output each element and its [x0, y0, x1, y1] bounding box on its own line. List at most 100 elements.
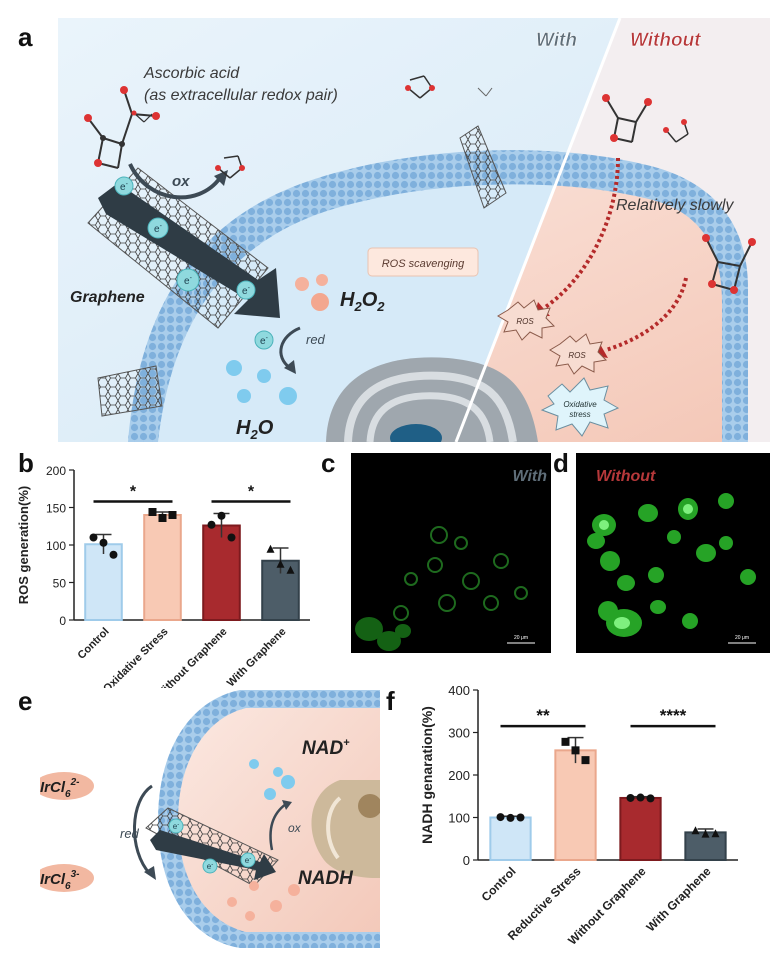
significance-label: ** [536, 706, 550, 725]
ascorbic-acid-molecule [215, 155, 245, 179]
data-point [89, 533, 98, 542]
relatively-slowly-label: Relatively slowly [616, 197, 734, 214]
panel-letter-c: c [321, 448, 336, 478]
data-point [711, 829, 720, 838]
panel-letter-a: a [18, 22, 33, 52]
nadh-molecule [288, 884, 300, 896]
ascorbic-acid-molecule [602, 94, 652, 143]
y-tick-label: 150 [46, 502, 66, 516]
panel-letter-f: f [386, 686, 395, 716]
electron: e- [168, 818, 184, 834]
bar [554, 749, 597, 861]
nadh-label: NADH [298, 868, 354, 889]
data-point [701, 829, 710, 838]
data-point [496, 813, 505, 822]
data-point [276, 559, 285, 568]
oxidative-stress-burst [540, 377, 620, 437]
ox-arrow [269, 802, 287, 851]
red-label: red [306, 332, 326, 347]
graphene-label: Graphene [70, 289, 145, 306]
nadh-molecule [245, 911, 255, 921]
ros-scavenging-box [367, 247, 479, 277]
electron: e- [114, 176, 134, 196]
data-point [99, 538, 108, 547]
nad-molecule [273, 767, 283, 777]
scale-bar-label: 20 μm [735, 635, 749, 641]
micrograph-without: 20 μm Without [576, 453, 770, 653]
with-label: With [536, 30, 577, 51]
bar [619, 796, 662, 861]
data-point [571, 746, 580, 755]
bar [489, 816, 532, 861]
graphene-sheet-bottom [97, 365, 163, 417]
with-without-divider [454, 18, 622, 442]
y-axis-label: NADH genaration(%) [419, 706, 435, 844]
h2o-label: H2O [236, 417, 274, 442]
electron: e- [240, 852, 256, 868]
svg-text:e-: e- [154, 223, 163, 235]
red-arrow [133, 784, 153, 876]
graphene-arrow [98, 183, 280, 318]
panel-letter-b: b [18, 448, 34, 478]
electron: e- [236, 280, 256, 300]
data-point [561, 737, 570, 746]
svg-text:e-: e- [207, 862, 213, 871]
data-point [636, 793, 645, 802]
ros-label: ROS [568, 351, 586, 360]
h2o-molecule [257, 369, 271, 383]
nad-plus-label: NAD+ [302, 737, 350, 759]
data-point [217, 511, 226, 520]
cell-interior [178, 708, 380, 932]
ox-label: ox [172, 173, 190, 190]
ox-arrow [128, 163, 222, 200]
data-point [581, 756, 590, 765]
ascorbic-acid-molecule [84, 86, 160, 169]
y-tick-label: 50 [53, 577, 67, 591]
nad-molecule [264, 788, 276, 800]
nad-molecule [281, 775, 295, 789]
y-tick-label: 100 [448, 811, 470, 826]
y-tick-label: 0 [463, 853, 470, 868]
ascorbic-acid-label: Ascorbic acid [143, 65, 240, 82]
red-label: red [120, 826, 140, 841]
svg-text:e-: e- [173, 822, 179, 831]
svg-text:e-: e- [245, 856, 251, 865]
slow-arrow [605, 277, 688, 352]
ascorbic-acid-sublabel: (as extracellular redox pair) [144, 87, 338, 104]
electron: e- [176, 268, 200, 292]
ros-label: ROS [516, 317, 534, 326]
without-label: Without [630, 30, 701, 51]
data-point [158, 514, 167, 522]
electron: e- [147, 217, 169, 239]
bar [202, 524, 241, 621]
electron: e- [202, 858, 218, 874]
h2o-molecule [237, 389, 251, 403]
nadh-molecule [227, 897, 237, 907]
data-point [207, 520, 216, 529]
h2o2-molecule [311, 293, 329, 311]
data-point [646, 794, 655, 803]
x-tick-label: With Graphene [225, 626, 289, 688]
data-point [626, 793, 635, 802]
data-point [266, 544, 275, 553]
ircl-bottom-badge [40, 864, 94, 892]
significance-label: * [130, 484, 137, 501]
y-tick-label: 400 [448, 683, 470, 698]
micrograph-with-label: With [512, 468, 547, 485]
h2o2-molecule [295, 277, 309, 291]
red-arrow [279, 326, 301, 370]
data-point [286, 565, 295, 574]
ircl-bottom-label: IrCl63- [40, 869, 80, 892]
nad-molecule [249, 759, 259, 769]
y-tick-label: 0 [59, 614, 66, 628]
svg-text:e-: e- [242, 285, 251, 297]
data-point [168, 511, 177, 519]
x-tick-label: With Graphene [643, 864, 713, 934]
ascorbic-acid-molecule [131, 110, 153, 123]
ros-burst [497, 299, 556, 341]
significance-label: * [248, 484, 255, 501]
y-tick-label: 300 [448, 726, 470, 741]
h2o2-label: H2O2 [340, 289, 385, 314]
